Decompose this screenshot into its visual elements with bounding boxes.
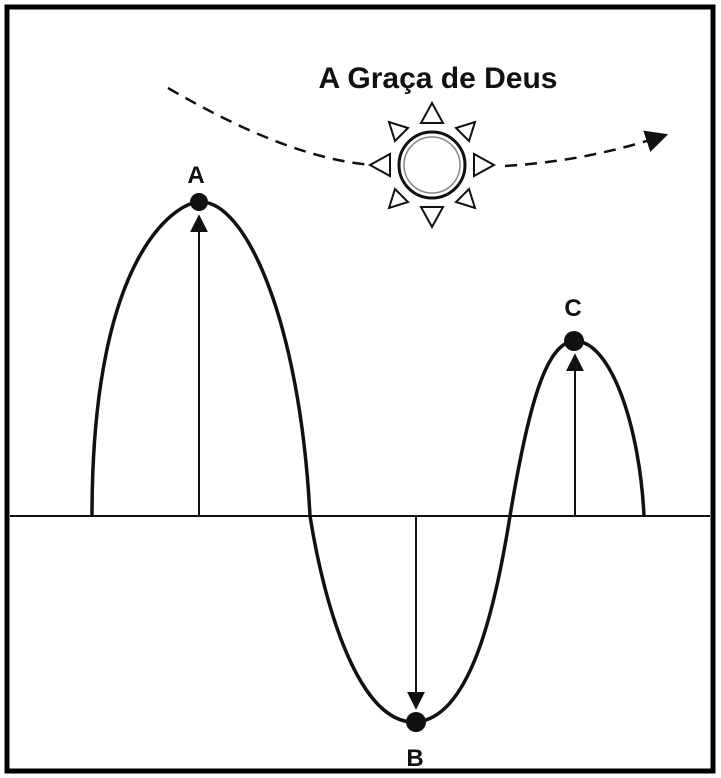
point-b-dot	[406, 712, 426, 732]
sun-icon	[367, 100, 497, 230]
diagram-frame	[4, 4, 716, 774]
point-c-label: C	[564, 295, 581, 322]
dashed-arrow-icon	[167, 86, 669, 168]
dashed-path-right	[504, 130, 669, 168]
diagram-title: A Graça de Deus	[319, 62, 558, 95]
point-a-dot	[190, 193, 208, 211]
point-a-label: A	[187, 162, 204, 189]
point-b-label: B	[406, 745, 423, 772]
dashed-path-left	[167, 86, 373, 167]
point-c-dot	[564, 331, 584, 351]
